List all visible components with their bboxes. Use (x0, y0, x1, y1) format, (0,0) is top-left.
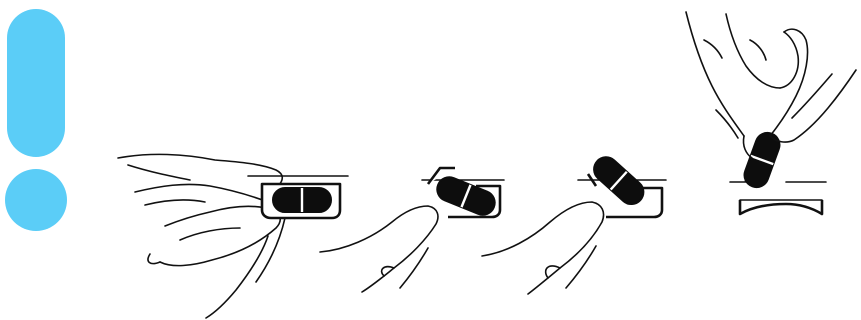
step-1-push-capsule (118, 154, 348, 318)
exclamation-bar (7, 9, 65, 157)
capsule-4 (741, 130, 783, 191)
finger-step-3 (482, 202, 604, 294)
hand-step-1 (118, 154, 285, 318)
finger-step-2 (320, 206, 438, 292)
hand-step-4 (686, 12, 856, 158)
exclamation-dot (5, 169, 67, 231)
capsule-1 (273, 188, 331, 212)
step-3-capsule-lifting (482, 152, 666, 294)
exclamation-mark-icon (5, 9, 67, 231)
step-2-capsule-tilting (320, 168, 504, 292)
step-4-capsule-removed (686, 12, 856, 214)
